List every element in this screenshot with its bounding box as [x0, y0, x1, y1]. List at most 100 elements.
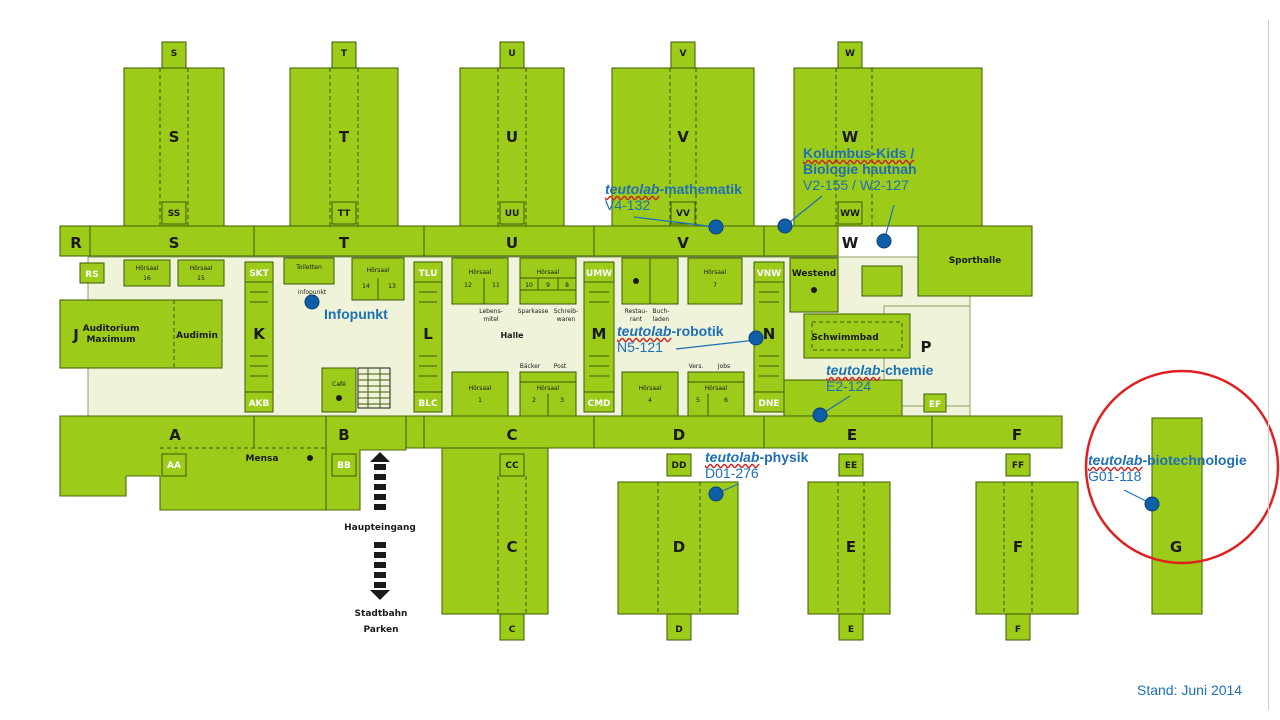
cafe: Café	[321, 367, 357, 413]
svg-text:Maximum: Maximum	[86, 335, 135, 345]
label-biotechnologie: teutolab-biotechnologie G01-118	[1088, 452, 1247, 484]
slide-edge	[1268, 20, 1269, 710]
upper-corridor: R S T U V W	[59, 225, 859, 257]
label-vers: Vers.	[689, 363, 704, 370]
wing-f: FF F F	[975, 453, 1079, 641]
building-letter: E	[847, 426, 857, 444]
building-letter: S	[169, 234, 180, 252]
building-letter: K	[253, 325, 266, 343]
connector-label: W	[845, 49, 855, 59]
label-post: Post	[554, 363, 567, 370]
schwimmbad: Schwimmbad	[803, 313, 911, 359]
building-letter: D	[673, 426, 685, 444]
connector-label: DNE	[758, 399, 779, 409]
connector-label: TLU	[419, 269, 438, 279]
lab-name: -biotechnologie	[1142, 452, 1247, 468]
svg-text:16: 16	[143, 275, 151, 282]
room-code: D01-276	[705, 465, 759, 482]
svg-text:13: 13	[388, 283, 396, 290]
svg-text:6: 6	[724, 397, 728, 404]
toiletten: Toiletten	[283, 257, 335, 285]
lab-name: -robotik	[671, 323, 724, 339]
building-letter: L	[423, 325, 433, 343]
room-code: N5-121	[617, 339, 663, 356]
svg-text:Hörsaal: Hörsaal	[705, 385, 728, 392]
pin-infopunkt[interactable]	[304, 294, 320, 310]
label-lebensmittel: Lebens-	[479, 308, 503, 315]
building-letter: D	[673, 538, 685, 556]
stadtbahn-arrow: Stadtbahn Parken	[355, 542, 407, 635]
building-letter: B	[338, 426, 349, 444]
connector-label: TT	[338, 209, 351, 219]
label-schreibwaren: waren	[557, 316, 576, 323]
svg-text:Café: Café	[332, 381, 346, 388]
label-chemie: teutolab-chemie E2-124	[826, 362, 933, 394]
connector-rs	[79, 262, 105, 284]
building-letter: V	[677, 234, 689, 252]
main-entrance-arrow: Haupteingang	[344, 452, 416, 533]
svg-text:Hörsaal: Hörsaal	[469, 385, 492, 392]
connector-label: BLC	[418, 399, 438, 409]
pin-kolumbus-w2[interactable]	[876, 233, 892, 249]
pin-chemie[interactable]	[812, 407, 828, 423]
connector-label: VV	[676, 209, 690, 219]
building-letter: N	[763, 325, 776, 343]
svg-text:11: 11	[492, 282, 500, 289]
connector-label: RS	[85, 270, 98, 280]
label-jobs: Jobs	[717, 363, 730, 370]
wing-u: U UU U	[459, 41, 565, 227]
building-letter: F	[1012, 426, 1022, 444]
svg-text:12: 12	[464, 282, 472, 289]
building-letter: U	[506, 128, 518, 146]
label-lebensmittel: mitel	[483, 316, 499, 323]
building-letter: W	[842, 234, 859, 252]
building-letter: T	[339, 234, 350, 252]
label-kolumbus: Kolumbus-Kids / Biologie hautnah V2-155 …	[803, 145, 917, 193]
svg-text:Sporthalle: Sporthalle	[949, 256, 1002, 266]
wing-m: UMW M CMD	[583, 261, 615, 413]
wing-e: EE E E	[807, 453, 891, 641]
e-annex	[783, 379, 903, 417]
connector-label: CMD	[587, 399, 610, 409]
wing-t: T TT T	[289, 41, 399, 227]
hoersaal-10-9-8: Hörsaal 10 9 8	[519, 257, 577, 305]
connector-label: EE	[845, 461, 857, 471]
label-parken: Parken	[363, 625, 398, 635]
wing-l: TLU L BLC	[413, 261, 443, 413]
hoersaal-12-11: Hörsaal 12 11	[451, 257, 509, 305]
building-letter: E	[846, 538, 856, 556]
svg-text:14: 14	[362, 283, 370, 290]
svg-text:5: 5	[696, 397, 700, 404]
room-code: G01-118	[1088, 468, 1142, 485]
building-letter: R	[70, 234, 82, 252]
label-physik: teutolab-physik D01-276	[705, 449, 808, 481]
svg-text:Hörsaal: Hörsaal	[190, 265, 213, 272]
pin-biotechnologie[interactable]	[1144, 496, 1160, 512]
hoersaal-14-13: Hörsaal 14 13	[351, 257, 405, 301]
svg-text:Westend: Westend	[792, 269, 836, 279]
svg-text:9: 9	[546, 282, 550, 289]
svg-text:10: 10	[525, 282, 533, 289]
building-letter: G	[1170, 538, 1182, 556]
svg-text:Hörsaal: Hörsaal	[136, 265, 159, 272]
pin-mathematik[interactable]	[708, 219, 724, 235]
wing-c: CC C C	[441, 447, 549, 641]
stairs	[357, 367, 391, 409]
hoersaal-2-3: Hörsaal 2 3	[519, 371, 577, 417]
wing-v: V VV V	[611, 41, 755, 227]
building-letter: F	[1013, 538, 1023, 556]
connector-label: T	[341, 49, 348, 59]
svg-text:Hörsaal: Hörsaal	[704, 269, 727, 276]
wing-k: SKT K AKB	[244, 261, 274, 413]
svg-text:Audimin: Audimin	[176, 331, 218, 341]
label-schreibwaren: Schreib-	[554, 308, 579, 315]
lab-name: -mathematik	[659, 181, 742, 197]
svg-text:4: 4	[648, 397, 652, 404]
pin-physik[interactable]	[708, 486, 724, 502]
brand-text: teutolab	[826, 362, 881, 378]
pin-robotik[interactable]	[748, 330, 764, 346]
label-buchladen: Buch-	[652, 308, 669, 315]
pin-kolumbus-v2[interactable]	[777, 218, 793, 234]
infopunkt-small-label: infopunkt	[298, 289, 327, 296]
